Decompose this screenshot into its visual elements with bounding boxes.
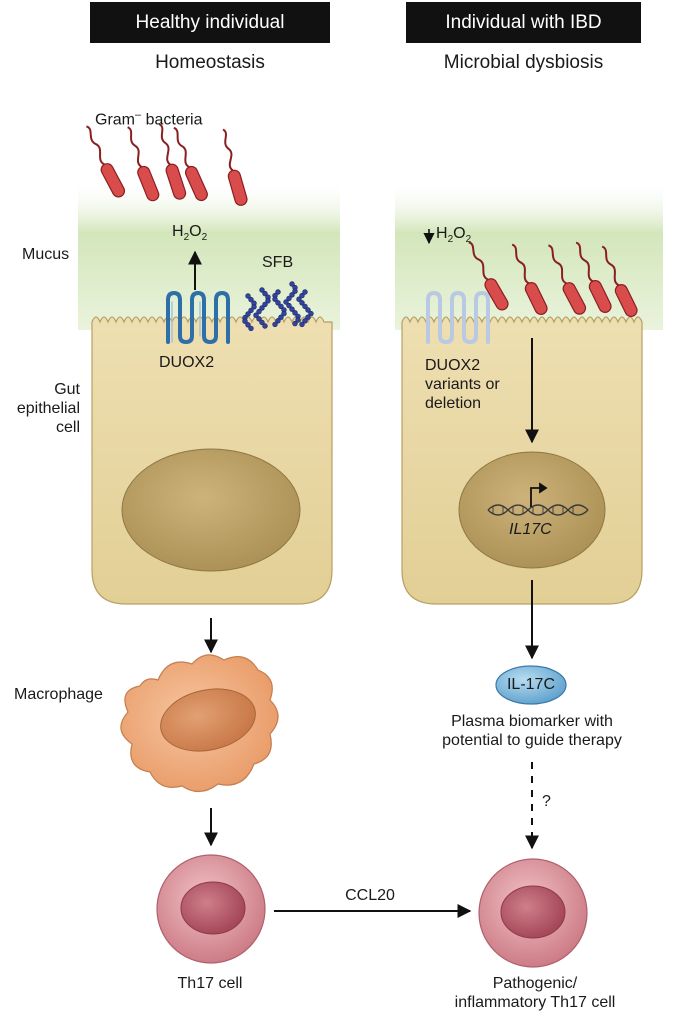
sfb-bead <box>283 299 289 305</box>
macrophage-label: Macrophage <box>14 686 103 703</box>
duox2-label-right: DUOX2 variants or deletion <box>425 357 500 412</box>
sfb-bead <box>253 312 259 318</box>
header-ibd: Individual with IBD <box>406 2 641 43</box>
sfb-bead <box>305 314 311 320</box>
sfb-bead <box>245 293 251 299</box>
th17-label: Th17 cell <box>177 975 243 992</box>
epithelial-cell-right <box>401 316 643 605</box>
sfb-bead <box>299 321 305 328</box>
il17c-protein <box>495 665 567 705</box>
sfb-bead <box>262 301 268 308</box>
sfb-bead <box>272 296 278 302</box>
sfb-bacteria <box>242 281 314 332</box>
gram-negative-bacteria-top <box>85 123 248 206</box>
sfb-bead <box>256 308 262 315</box>
sfb-bead <box>292 320 298 327</box>
sfb-bead <box>289 292 295 298</box>
sfb-bead <box>245 311 251 317</box>
sfb-bead <box>259 319 265 326</box>
sfb-bead <box>272 321 278 328</box>
sfb-label: SFB <box>262 254 294 271</box>
mucus-label: Mucus <box>22 246 70 263</box>
il17c-protein-label: IL-17C <box>506 676 556 693</box>
question-mark-label: ? <box>542 793 551 810</box>
sfb-bead <box>275 318 281 324</box>
gut-epithelial-cell-label: Gut epithelial cell <box>16 381 80 436</box>
il17c-gene-label: IL17C <box>509 521 552 538</box>
th17-cell <box>156 854 266 964</box>
sfb-bead <box>259 305 265 311</box>
mucus-layer-left <box>78 180 340 330</box>
sfb-bead <box>302 303 308 310</box>
sfb-bead <box>262 290 268 297</box>
sfb-bead <box>289 306 295 312</box>
sfb-bead <box>292 310 298 316</box>
sfb-bead <box>278 314 284 320</box>
duox2-protein-left <box>166 290 230 345</box>
sfb-bead <box>281 310 287 317</box>
sfb-bead <box>248 325 254 332</box>
header-healthy-label: Healthy individual <box>135 11 285 33</box>
dna-helix-icon <box>487 504 589 516</box>
sfb-bead <box>286 295 292 302</box>
subheader-dysbiosis: Microbial dysbiosis <box>443 52 604 73</box>
nucleus-right <box>458 451 606 569</box>
transcription-start-icon <box>530 482 548 507</box>
sfb-bead <box>305 307 311 313</box>
header-healthy: Healthy individual <box>90 2 330 43</box>
ccl20-label: CCL20 <box>345 887 395 904</box>
pathogenic-th17-label: Pathogenic/ inflammatory Th17 cell <box>454 975 616 1011</box>
sfb-bead <box>265 298 271 304</box>
nucleus-left <box>121 448 301 572</box>
sfb-bead <box>308 310 314 317</box>
pathogenic-th17-cell <box>478 858 588 968</box>
gram-bacteria-label: Gram– bacteria <box>95 109 203 129</box>
sfb-bead <box>251 304 257 310</box>
epithelial-cell-left <box>91 316 333 605</box>
sfb-bead <box>262 323 268 329</box>
header-ibd-label: Individual with IBD <box>445 11 602 33</box>
plasma-biomarker-label: Plasma biomarker with potential to guide… <box>442 713 622 749</box>
sfb-bead <box>302 318 308 324</box>
sfb-bead <box>286 302 292 309</box>
sfb-bead <box>289 281 295 287</box>
sfb-bead <box>299 292 305 299</box>
pathogenic-th17-nucleus <box>500 885 566 939</box>
sfb-bead <box>259 287 265 293</box>
macrophage-cell <box>120 654 279 793</box>
th17-nucleus <box>180 881 246 935</box>
sfb-bead <box>248 296 254 303</box>
duox2-protein-right <box>426 290 490 345</box>
sfb-bead <box>242 318 248 324</box>
sfb-bead <box>248 307 254 314</box>
gram-negative-bacteria-mucus <box>468 241 638 317</box>
macrophage-nucleus <box>160 688 256 752</box>
sfb-bead <box>245 322 251 328</box>
h2o2-label-left: H2O2 <box>172 223 208 244</box>
sfb-bead <box>295 317 301 323</box>
sfb-bead <box>278 303 284 310</box>
duox2-label-left: DUOX2 <box>159 354 215 371</box>
sfb-bead <box>292 288 298 294</box>
sfb-bead <box>302 289 308 295</box>
sfb-bead <box>275 300 281 306</box>
sfb-bead <box>296 296 302 302</box>
sfb-bead <box>299 300 305 306</box>
sfb-bead <box>256 316 262 322</box>
subheader-homeostasis: Homeostasis <box>155 52 265 73</box>
h2o2-label-right: H2O2 <box>436 225 472 246</box>
sfb-bead <box>275 289 281 295</box>
